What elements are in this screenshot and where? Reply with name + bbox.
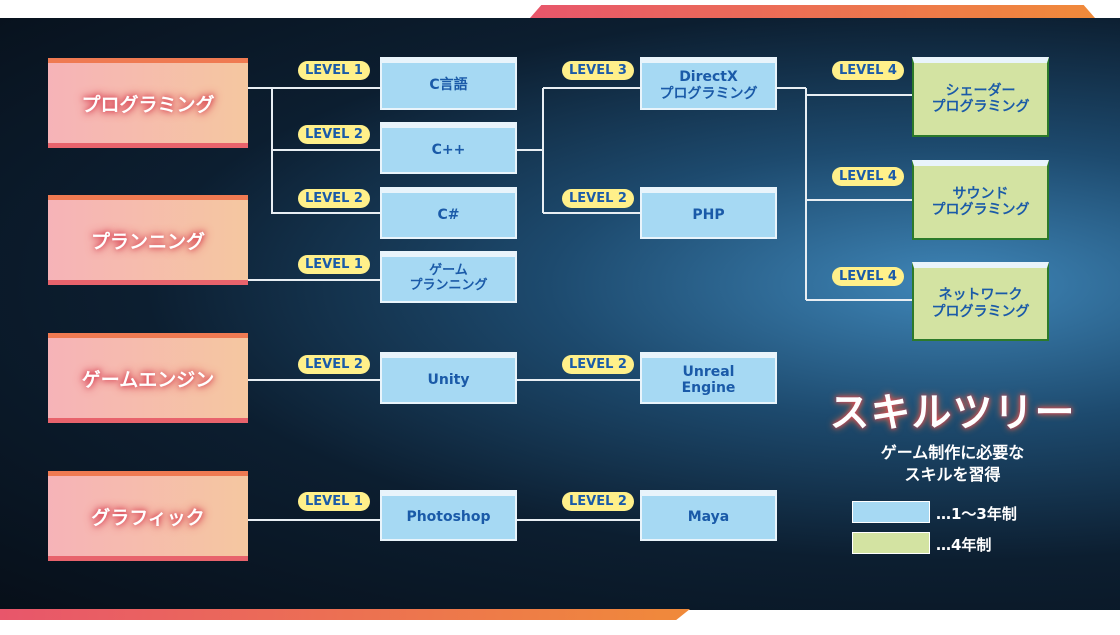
legend-label: …1～3年制 (936, 505, 1017, 523)
level-badge: LEVEL 4 (832, 61, 904, 80)
skill-sound: サウンド プログラミング (912, 160, 1049, 240)
level-badge: LEVEL 2 (298, 125, 370, 144)
level-badge: LEVEL 4 (832, 267, 904, 286)
category-game-engine: ゲームエンジン (48, 333, 248, 423)
skill-directx: DirectX プログラミング (640, 57, 777, 110)
category-programming: プログラミング (48, 58, 248, 148)
skill-csharp: C# (380, 187, 517, 239)
category-graphics: グラフィック (48, 471, 248, 561)
skill-php: PHP (640, 187, 777, 239)
legend-swatch-green (852, 532, 930, 554)
skill-cpp: C++ (380, 122, 517, 174)
bottom-decor-bar (0, 609, 690, 620)
skill-photoshop: Photoshop (380, 490, 517, 541)
skill-maya: Maya (640, 490, 777, 541)
skill-game-planning: ゲーム プランニング (380, 251, 517, 303)
category-planning: プランニング (48, 195, 248, 285)
level-badge: LEVEL 2 (298, 355, 370, 374)
level-badge: LEVEL 3 (562, 61, 634, 80)
skill-network: ネットワーク プログラミング (912, 262, 1049, 341)
top-decor-bar (530, 5, 1095, 18)
level-badge: LEVEL 2 (562, 189, 634, 208)
skill-c: C言語 (380, 57, 517, 110)
level-badge: LEVEL 1 (298, 255, 370, 274)
level-badge: LEVEL 4 (832, 167, 904, 186)
level-badge: LEVEL 2 (298, 189, 370, 208)
legend-label: …4年制 (936, 536, 992, 554)
legend-swatch-blue (852, 501, 930, 523)
subtitle: ゲーム制作に必要な スキルを習得 (880, 443, 1025, 485)
level-badge: LEVEL 1 (298, 61, 370, 80)
level-badge: LEVEL 2 (562, 355, 634, 374)
level-badge: LEVEL 2 (562, 492, 634, 511)
title: スキルツリー (829, 390, 1076, 436)
skill-shader: シェーダー プログラミング (912, 57, 1049, 137)
skill-unreal: Unreal Engine (640, 352, 777, 404)
skill-unity: Unity (380, 352, 517, 404)
level-badge: LEVEL 1 (298, 492, 370, 511)
